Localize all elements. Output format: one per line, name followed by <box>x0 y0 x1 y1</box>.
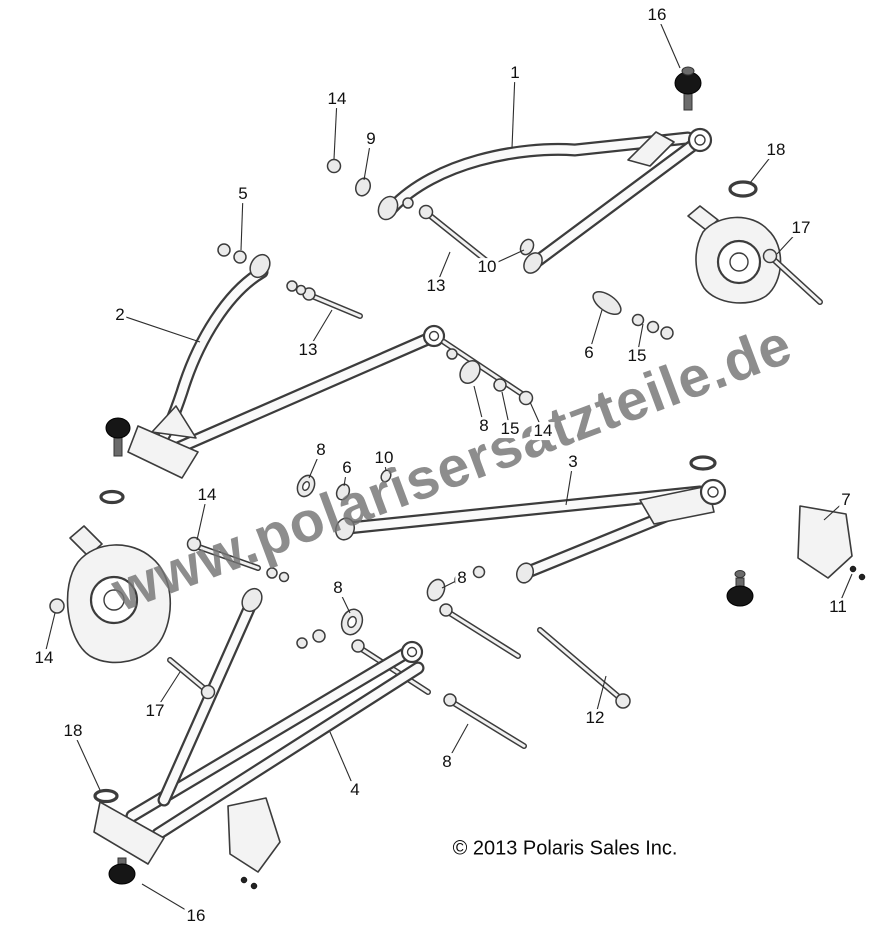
copyright-text: © 2013 Polaris Sales Inc. <box>452 837 678 860</box>
ball-joint-upper <box>674 66 702 111</box>
bushing-stack-center <box>441 339 534 406</box>
bolt-right <box>762 248 823 305</box>
o-ring-left-mid <box>99 489 125 505</box>
bolt-top <box>402 197 491 265</box>
ball-joint-right-mid <box>726 570 754 607</box>
lower-control-arm-right <box>334 455 727 584</box>
upper-control-arm-right <box>377 127 713 274</box>
o-ring-right <box>728 180 758 198</box>
bushing-hardware-top <box>326 158 535 256</box>
lower-control-arm-left <box>93 587 425 865</box>
guard-plate-bottom <box>227 797 281 890</box>
bushing-hardware-middle <box>296 469 527 749</box>
bolt-knuckle-left <box>186 536 290 583</box>
steering-knuckle-right <box>687 205 782 304</box>
bolt-left-mid <box>286 280 363 319</box>
bolt-bottom-left <box>167 657 216 700</box>
steering-knuckle-left <box>49 525 172 664</box>
leader-lines <box>43 14 853 917</box>
bolt-lower-right <box>537 627 631 709</box>
o-ring-bottom-left <box>93 788 119 804</box>
spacer-washers-right <box>592 290 674 340</box>
ball-joint-bottom <box>108 857 136 885</box>
upper-control-arm-left <box>127 243 446 479</box>
guard-plate-right <box>797 505 866 581</box>
ball-joint-left-mid <box>105 417 131 457</box>
